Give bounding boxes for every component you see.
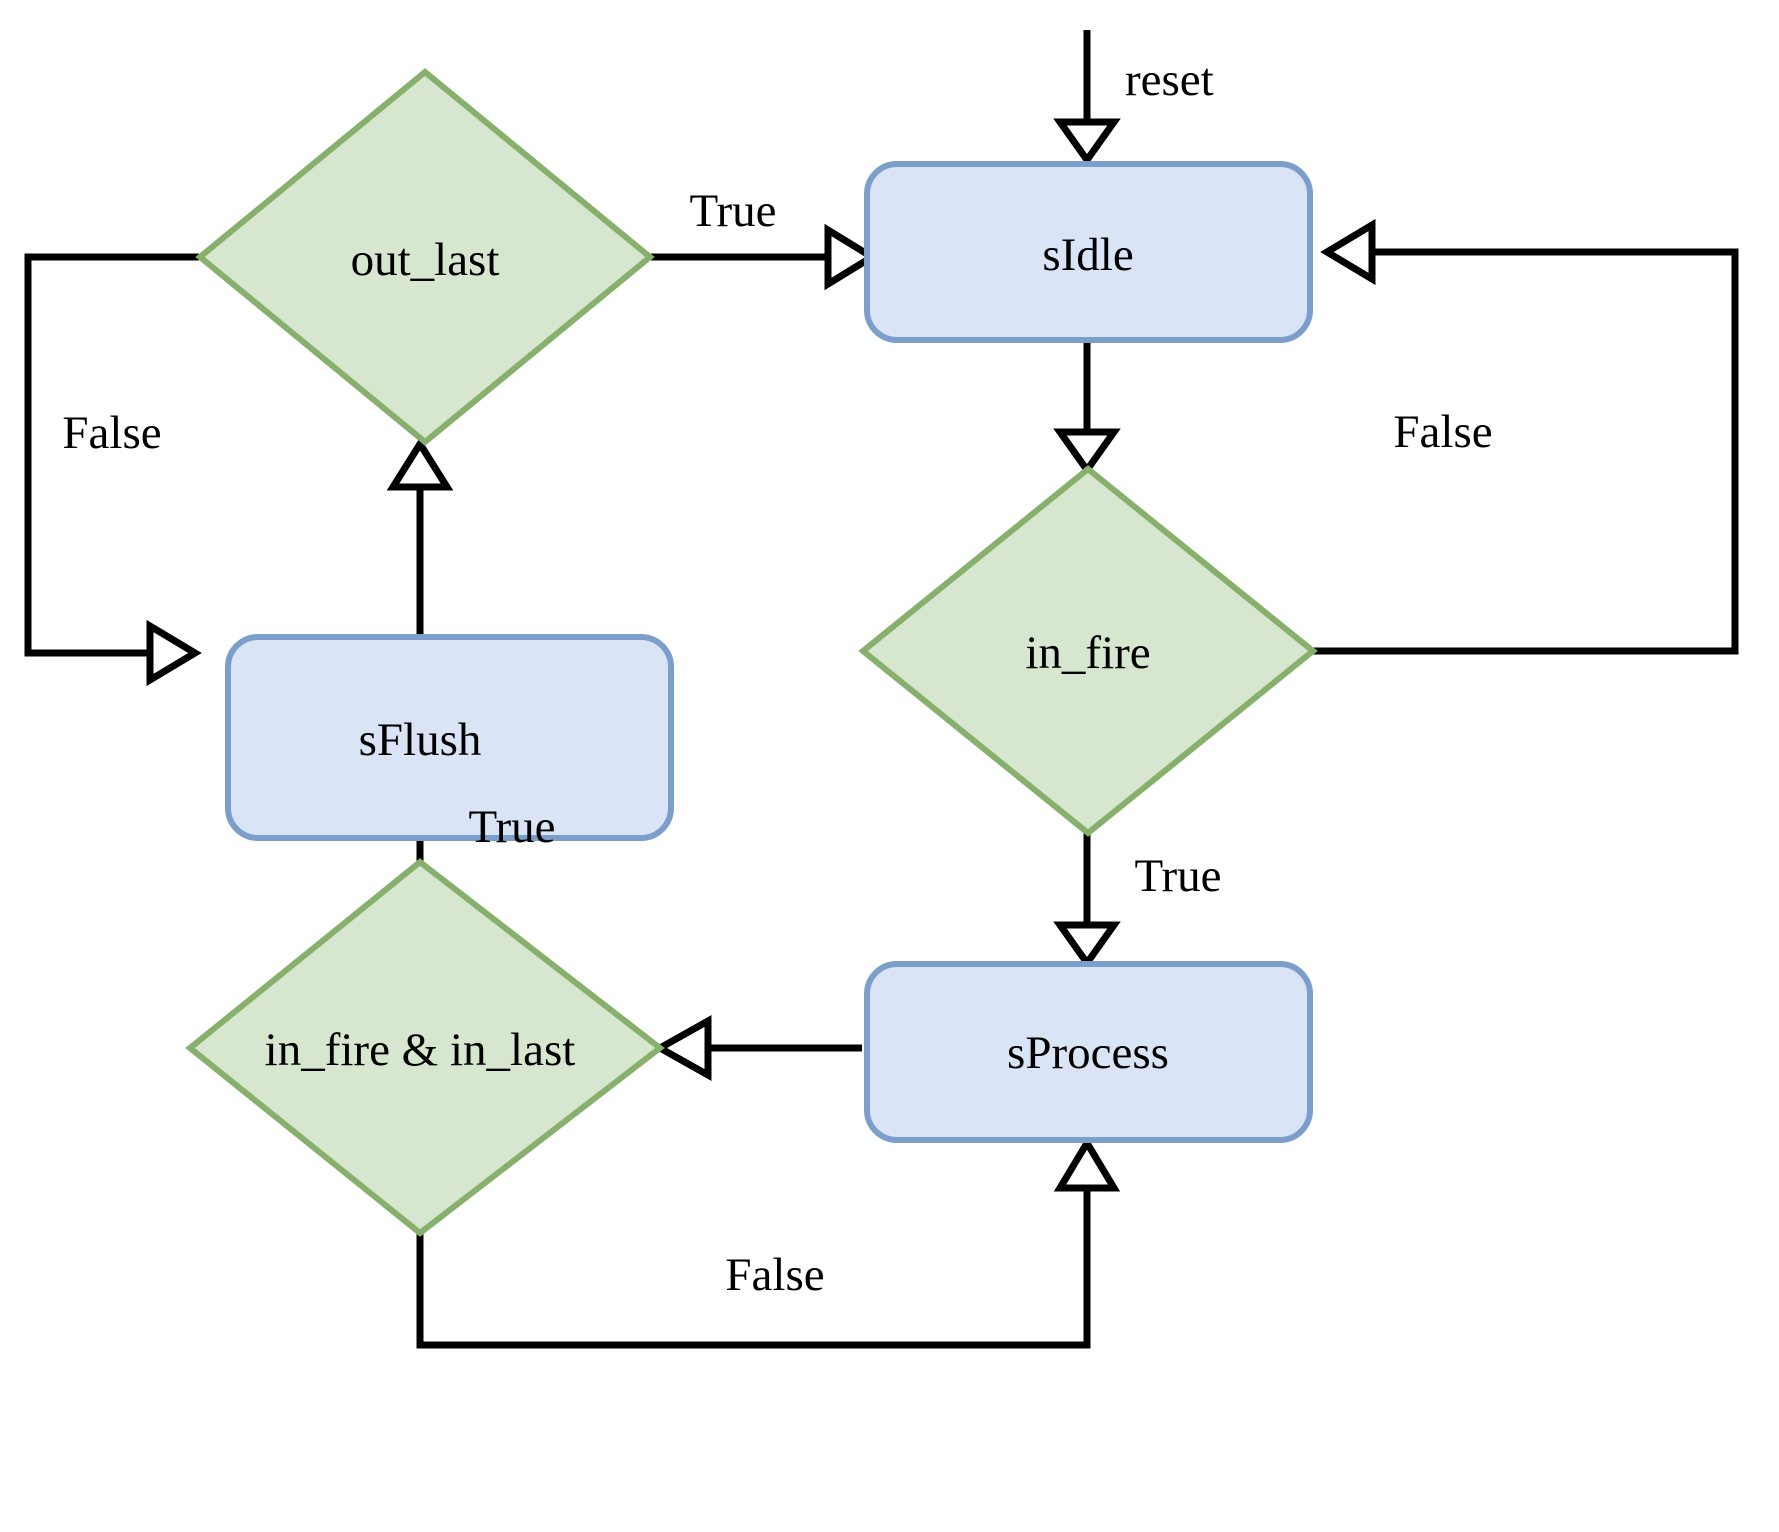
arrowhead-reset-to-sidle <box>1053 118 1121 167</box>
state-sprocess-shape <box>864 961 1313 1143</box>
edge-reset-to-sidle <box>1053 30 1121 167</box>
state-sidle-shape <box>864 161 1313 343</box>
arrowhead-sflush-to-outlast <box>386 437 454 491</box>
arrowhead-sidle-to-infire <box>1053 428 1121 477</box>
edge-sidle-to-infire <box>1053 340 1121 477</box>
edge-label-infire-inlast-true: True <box>468 801 555 853</box>
decision-out-last-shape <box>195 68 655 446</box>
edge-outlast-false-to-sflush <box>24 253 202 687</box>
decision-in-fire-and-in-last-label: in_fire & in_last <box>265 1024 576 1076</box>
edge-label-infire-inlast-false: False <box>725 1249 824 1301</box>
edge-sflush-to-outlast <box>386 437 454 636</box>
edge-infire-inlast-false-path <box>416 1188 1091 1349</box>
edge-label-reset: reset <box>1125 54 1214 106</box>
arrowhead-infire-inlast-false-to-sprocess <box>1053 1136 1121 1192</box>
arrowhead-outlast-true-to-sidle <box>824 223 879 291</box>
state-sprocess-label: sProcess <box>1007 1027 1169 1079</box>
decision-in-fire[interactable]: in_fire <box>858 465 1318 837</box>
state-sidle-label: sIdle <box>1042 229 1133 281</box>
arrowhead-infire-false-to-sidle <box>1320 218 1376 286</box>
decision-out-last[interactable]: out_last <box>195 68 655 446</box>
edge-label-infire-true: True <box>1134 850 1221 902</box>
edge-sprocess-to-infire-inlast <box>652 1015 862 1081</box>
arrowhead-sprocess-to-infire-inlast <box>652 1015 712 1081</box>
edge-infire-false-path <box>1313 248 1739 655</box>
state-sflush-label: sFlush <box>359 714 482 766</box>
state-sflush-shape <box>225 634 674 841</box>
decision-in-fire-and-in-last-shape <box>185 858 665 1237</box>
decision-in-fire-and-in-last[interactable]: in_fire & in_last <box>185 858 665 1237</box>
decision-in-fire-shape <box>858 465 1318 837</box>
state-sprocess[interactable]: sProcess <box>864 961 1313 1143</box>
arrowhead-outlast-false-to-sflush <box>146 619 202 687</box>
decision-in-fire-label: in_fire <box>1025 627 1150 679</box>
edge-outlast-false-path <box>24 253 199 657</box>
edge-label-outlast-true: True <box>689 185 776 237</box>
edge-infire-inlast-false-to-sprocess <box>416 1136 1121 1349</box>
edge-infire-false-to-sidle <box>1313 218 1739 655</box>
state-sidle[interactable]: sIdle <box>864 161 1313 343</box>
edge-label-outlast-false: False <box>62 407 161 459</box>
edge-outlast-true-to-sidle <box>651 223 879 291</box>
decision-out-last-label: out_last <box>351 234 500 286</box>
edge-infire-true-to-sprocess <box>1053 833 1121 970</box>
state-sflush[interactable]: sFlush <box>225 634 674 841</box>
edge-label-infire-false: False <box>1393 406 1492 458</box>
arrowhead-infire-true-to-sprocess <box>1053 921 1121 970</box>
